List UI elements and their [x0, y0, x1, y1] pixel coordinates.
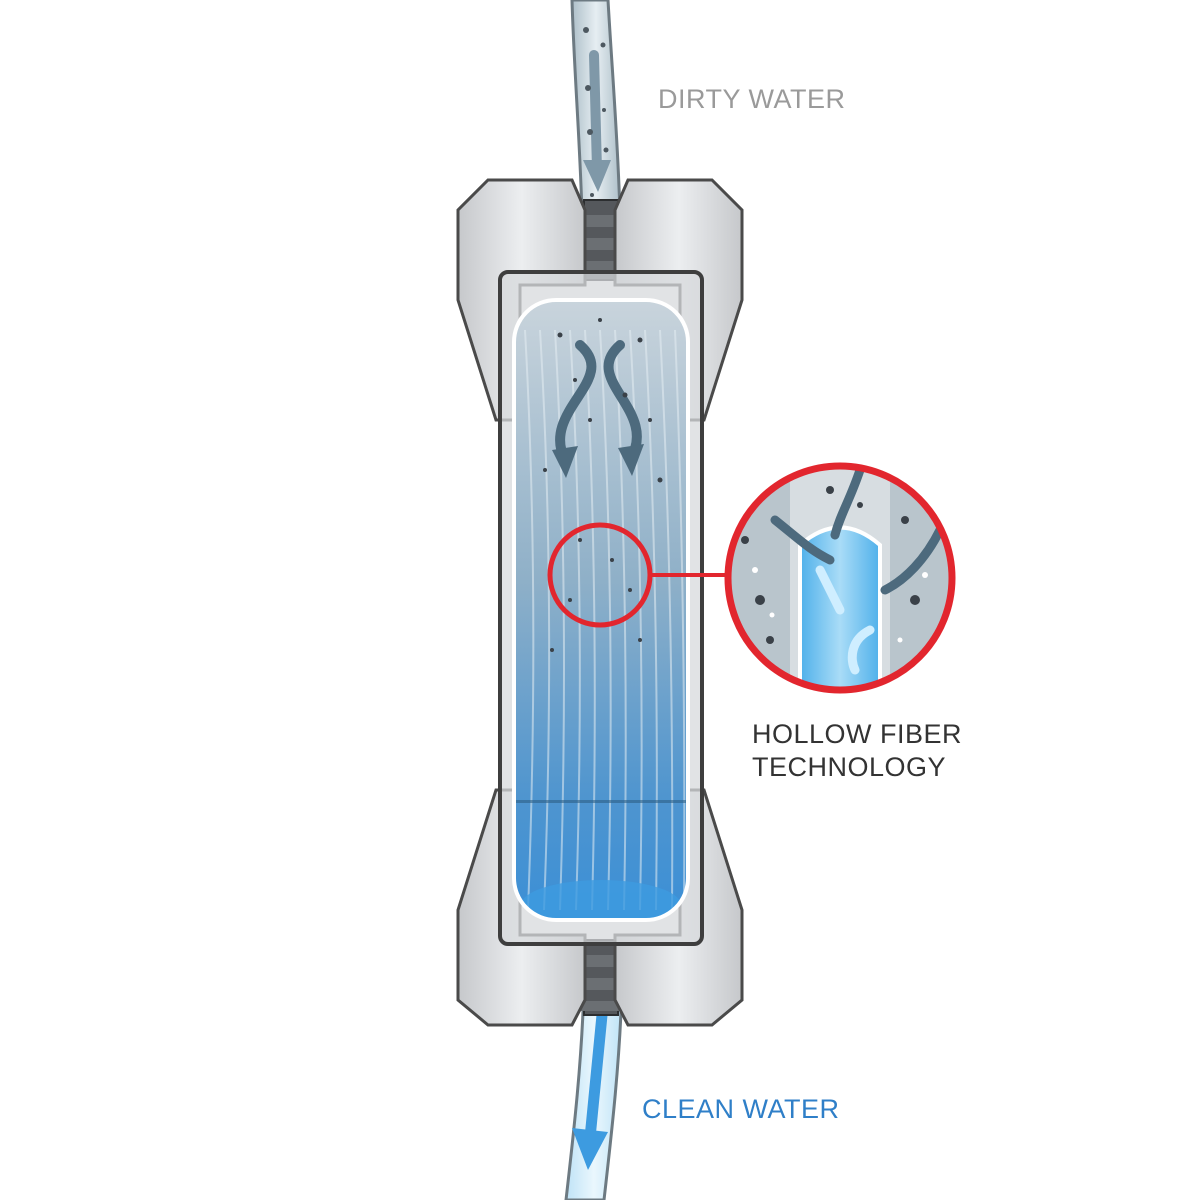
- dirt-particles-inflow: [583, 27, 609, 197]
- hollow-fibers: [524, 329, 686, 911]
- inflow-arrow-icon: [583, 50, 611, 192]
- hollow-fiber-label: HOLLOW FIBER TECHNOLOGY: [752, 718, 962, 784]
- dirty-water-label: DIRTY WATER: [658, 84, 846, 114]
- magnifier-circle-icon: [724, 462, 956, 694]
- callout-zoom: [728, 466, 952, 690]
- filter-core-outline: [512, 298, 690, 922]
- dirt-particles-filter: [543, 318, 663, 652]
- outflow-arrow-icon: [572, 999, 609, 1170]
- swirl-arrows-icon: [555, 340, 642, 465]
- hollow-fiber-line1: HOLLOW FIBER: [752, 719, 963, 749]
- clean-water-label: CLEAN WATER: [642, 1094, 840, 1124]
- hollow-fiber-line2: TECHNOLOGY: [752, 752, 947, 782]
- filter-core: [514, 300, 688, 920]
